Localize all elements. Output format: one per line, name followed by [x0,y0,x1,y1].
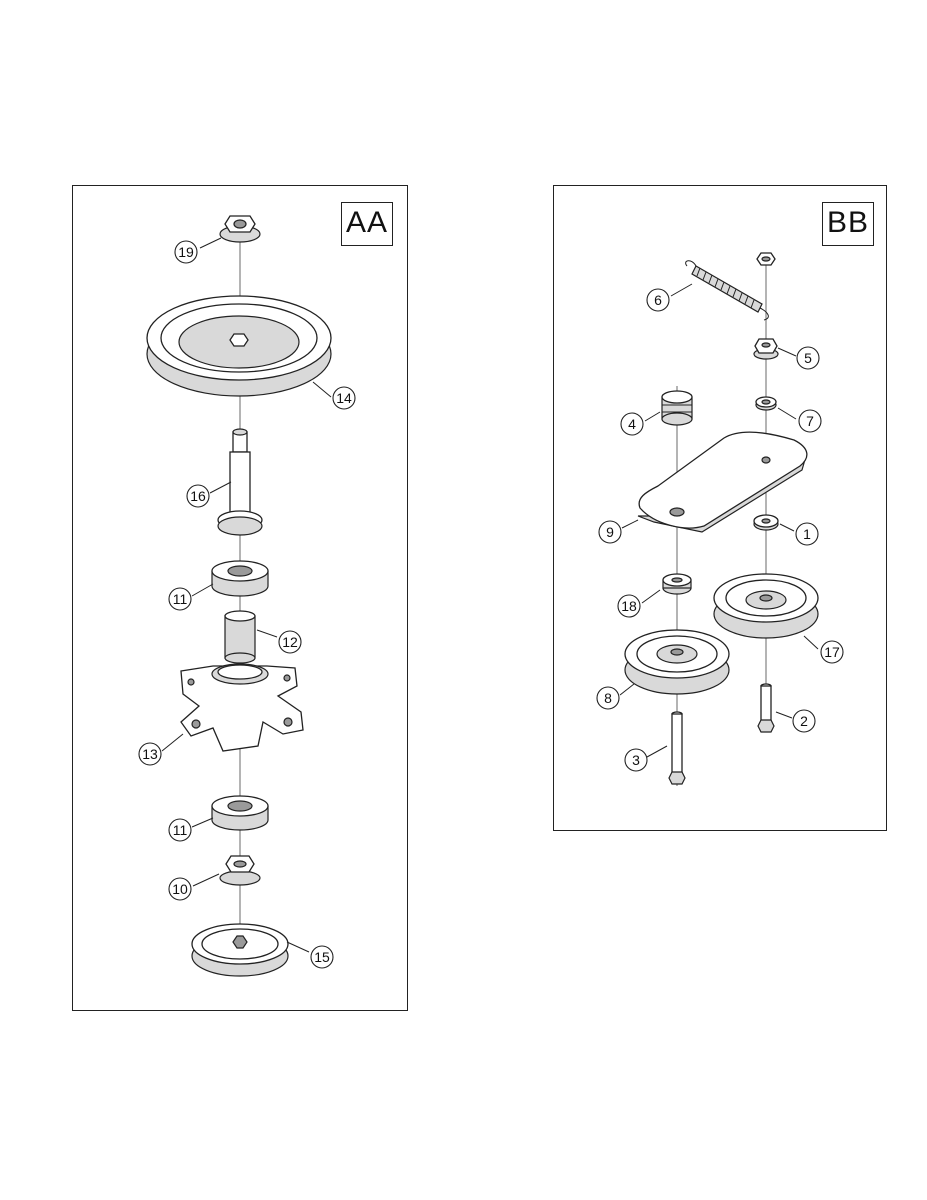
svg-text:18: 18 [621,598,637,614]
svg-text:1: 1 [803,526,811,542]
part-top-nut [756,252,776,266]
svg-text:15: 15 [314,949,330,965]
svg-text:16: 16 [190,488,206,504]
svg-text:14: 14 [336,390,352,406]
callout-18: 18 [617,594,641,618]
svg-text:12: 12 [282,634,298,650]
svg-text:3: 3 [632,752,640,768]
part-6-spring [685,260,769,321]
callout-9: 9 [598,520,622,544]
diagram-panel-aa: AA [72,185,408,1011]
part-2-bolt [757,683,775,733]
callout-5: 5 [796,346,820,370]
panel-label-aa: AA [341,202,393,246]
svg-text:10: 10 [172,881,188,897]
callout-3: 3 [624,748,648,772]
svg-text:11: 11 [173,591,188,607]
svg-text:13: 13 [142,746,158,762]
callout-12: 12 [278,630,302,654]
callout-11-upper: 11 [168,587,192,611]
callout-19: 19 [174,240,198,264]
part-10-flange-nut [219,855,261,886]
part-11-bearing-upper [211,560,269,597]
part-17-idler-pulley [713,573,819,639]
part-18-bushing [662,573,692,595]
panel-label-bb: BB [822,202,874,246]
part-9-idler-bracket [637,431,808,533]
part-13-spindle-housing [180,663,304,752]
svg-text:4: 4 [628,416,636,432]
callout-11-lower: 11 [168,818,192,842]
svg-text:5: 5 [804,350,812,366]
exploded-view-aa: 19 14 16 11 12 13 11 10 15 [138,215,356,977]
svg-text:8: 8 [604,690,612,706]
callout-15: 15 [310,945,334,969]
svg-text:7: 7 [806,413,814,429]
diagram-panel-bb: BB [553,185,887,831]
callout-1: 1 [795,522,819,546]
part-3-bolt [668,711,686,785]
callout-10: 10 [168,877,192,901]
part-7-washer [755,396,777,411]
part-19-hex-nut [219,215,261,243]
callout-8: 8 [596,686,620,710]
part-16-spindle-shaft [217,428,263,536]
callout-14: 14 [332,386,356,410]
callout-16: 16 [186,484,210,508]
svg-text:6: 6 [654,292,662,308]
callout-17: 17 [820,640,844,664]
part-4-bushing [661,390,693,426]
callout-6: 6 [646,288,670,312]
part-14-large-pulley [146,295,332,397]
callout-13: 13 [138,742,162,766]
callout-7: 7 [798,409,822,433]
svg-text:17: 17 [824,644,840,660]
svg-text:9: 9 [606,524,614,540]
svg-text:2: 2 [800,713,808,729]
svg-text:19: 19 [178,244,194,260]
part-8-idler-pulley [624,629,730,695]
part-1-washer [753,514,779,531]
exploded-view-bb: 6 5 4 7 9 1 18 17 8 2 3 [596,252,844,786]
part-5-nut [753,338,779,360]
callout-2: 2 [792,709,816,733]
part-11-bearing-lower [211,795,269,831]
part-12-spacer [224,610,256,664]
svg-text:11: 11 [173,822,188,838]
callout-4: 4 [620,412,644,436]
part-15-blade-pulley [191,923,289,977]
